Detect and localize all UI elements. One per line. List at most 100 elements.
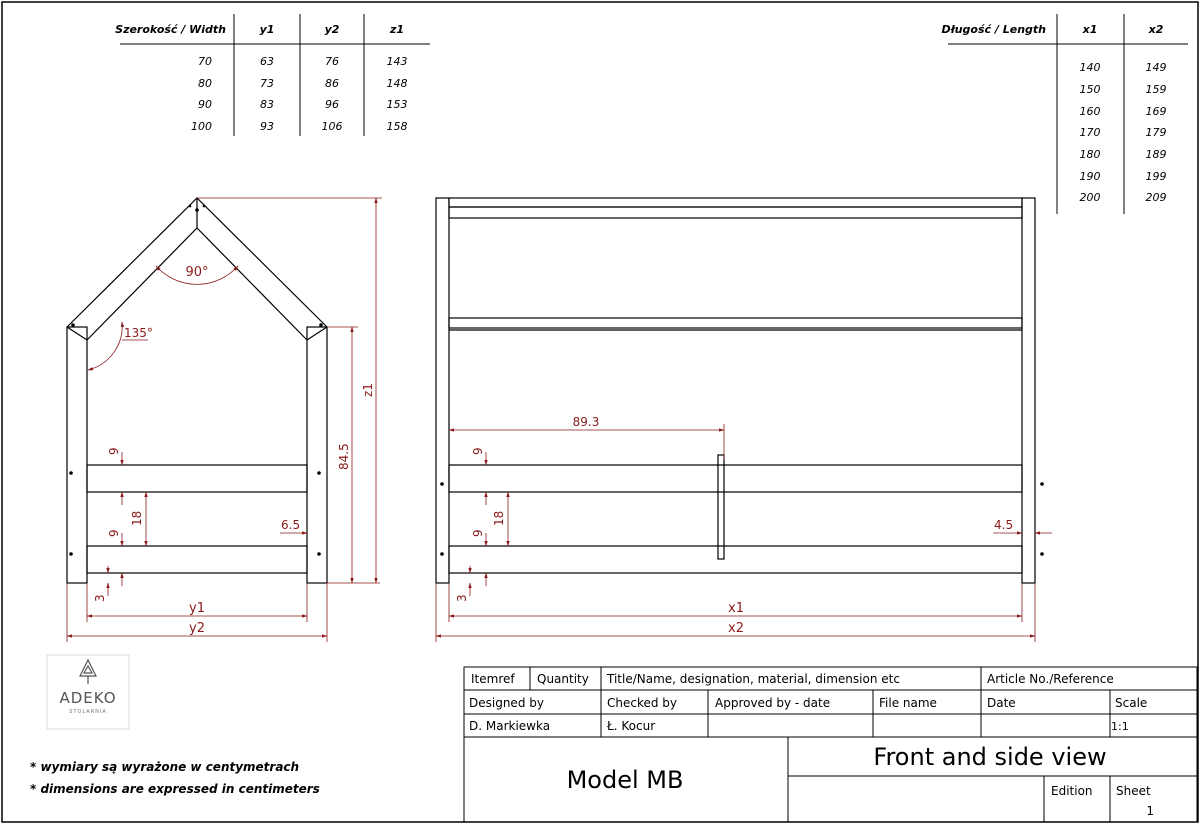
width-table-cell: 158	[387, 120, 408, 133]
dim-89-3-label: 89.3	[573, 415, 600, 429]
scale-label: Scale	[1115, 696, 1147, 710]
date-label: Date	[987, 696, 1016, 710]
width-table-cell: 143	[387, 55, 408, 68]
dim-9-lower-label: 9	[471, 529, 485, 537]
width-table-cell: 90	[198, 98, 212, 111]
dim-84-5-label: 84.5	[337, 443, 351, 470]
article-label: Article No./Reference	[987, 672, 1114, 686]
width-table-cell: 83	[260, 98, 274, 111]
note-english: * dimensions are expressed in centimeter…	[30, 782, 320, 796]
dim-3-label: 3	[455, 594, 469, 602]
center-support	[717, 454, 725, 560]
front-upper-rail	[448, 464, 1023, 493]
length-table-cell: 180	[1080, 148, 1101, 161]
width-table-header: z1	[389, 23, 404, 36]
length-table-cell: 149	[1146, 61, 1167, 74]
upper-rail	[86, 464, 308, 493]
length-table-header: x1	[1082, 23, 1098, 36]
side-view-screws	[69, 204, 323, 556]
side-view-dimension-labels: 90° 135° 9 18 9 3 6.5 84.5 z1 y1 y2	[93, 265, 375, 636]
right-post	[306, 326, 328, 584]
file-name-label: File name	[879, 696, 937, 710]
view-title: Front and side view	[873, 743, 1106, 771]
width-table-cell: 73	[260, 77, 274, 90]
width-table-cell: 153	[387, 98, 408, 111]
angle-90-label: 90°	[185, 265, 208, 280]
dim-x2-label: x2	[728, 621, 744, 636]
length-table-cell: 170	[1080, 126, 1101, 139]
logo-name: ADEKO	[59, 689, 116, 707]
width-table-header: y2	[325, 23, 340, 36]
note-polish: * wymiary są wyrażone w centymetrach	[30, 760, 299, 774]
dim-18-label: 18	[130, 511, 144, 526]
title-name-label: Title/Name, designation, material, dimen…	[606, 672, 900, 686]
width-table: Szerokość / Width y1 y2 z1 70 63 76 143 …	[115, 14, 430, 136]
width-table-cell: 96	[325, 98, 339, 111]
front-view-dimensions	[435, 424, 1052, 642]
title-block	[463, 666, 1198, 823]
length-table-cell: 150	[1080, 83, 1101, 96]
unit-notes: * wymiary są wyrażone w centymetrach * d…	[30, 760, 320, 796]
side-view-drawing	[66, 197, 328, 584]
dim-3-label: 3	[93, 594, 107, 602]
width-table-cell: 63	[260, 55, 274, 68]
top-beam	[448, 197, 1023, 208]
dim-y1-label: y1	[189, 601, 205, 616]
scale-value: 1:1	[1111, 720, 1129, 733]
right-front-post	[1021, 197, 1036, 584]
length-table-cell: 199	[1146, 170, 1167, 183]
dim-z1-label: z1	[361, 383, 375, 397]
angle-135-label: 135°	[124, 326, 153, 340]
dim-9-upper-label: 9	[471, 447, 485, 455]
length-table-cell: 190	[1080, 170, 1101, 183]
width-table-header: Szerokość / Width	[115, 23, 226, 36]
length-table-cell: 140	[1080, 61, 1101, 74]
dim-y2-label: y2	[189, 621, 205, 636]
adeko-logo: ADEKO STOLARNIA	[46, 654, 130, 730]
logo-sub: STOLARNIA	[69, 709, 107, 715]
length-table-header: Długość / Length	[941, 23, 1046, 36]
lower-rail	[86, 545, 308, 574]
width-table-cell: 93	[260, 120, 274, 133]
top-beam-lower	[448, 206, 1023, 219]
title-block-text: Itemref Quantity Title/Name, designation…	[469, 672, 1154, 818]
length-table-cell: 179	[1146, 126, 1167, 139]
length-table-cell: 200	[1080, 191, 1101, 204]
width-table-cell: 86	[325, 77, 339, 90]
length-table-header: x2	[1148, 23, 1164, 36]
width-table-cell: 76	[325, 55, 339, 68]
designed-by-value: D. Markiewka	[469, 719, 550, 733]
length-table-cell: 159	[1146, 83, 1167, 96]
width-table-cell: 100	[191, 120, 212, 133]
length-table-cell: 160	[1080, 105, 1101, 118]
dim-x1-label: x1	[728, 601, 744, 616]
edition-label: Edition	[1051, 784, 1093, 798]
middle-beam	[448, 317, 1023, 329]
front-view-screws	[440, 482, 1044, 556]
front-view-dimension-labels: 89.3 9 18 9 3 4.5 x1 x2	[455, 415, 1013, 636]
front-view-drawing	[435, 197, 1036, 584]
model-title: Model MB	[567, 766, 684, 794]
checked-by-label: Checked by	[607, 696, 677, 710]
dim-18-label: 18	[492, 511, 506, 526]
width-table-cell: 106	[322, 120, 343, 133]
width-table-cell: 80	[198, 77, 212, 90]
dim-9-lower-label: 9	[107, 529, 121, 537]
length-table-cell: 189	[1146, 148, 1167, 161]
length-table-cell: 209	[1146, 191, 1167, 204]
side-view-dimensions	[66, 197, 382, 642]
sheet-label: Sheet	[1116, 784, 1151, 798]
sheet-value: 1	[1146, 804, 1154, 818]
designed-by-label: Designed by	[469, 696, 544, 710]
quantity-label: Quantity	[537, 672, 589, 686]
left-post	[66, 326, 88, 584]
checked-by-value: Ł. Kocur	[606, 719, 655, 733]
front-lower-rail	[448, 545, 1023, 574]
width-table-cell: 148	[387, 77, 408, 90]
dim-6-5-label: 6.5	[281, 518, 300, 532]
length-table: Długość / Length x1 x2 140 149 150 159 1…	[941, 14, 1188, 214]
itemref-label: Itemref	[471, 672, 515, 686]
approved-label: Approved by - date	[715, 696, 830, 710]
